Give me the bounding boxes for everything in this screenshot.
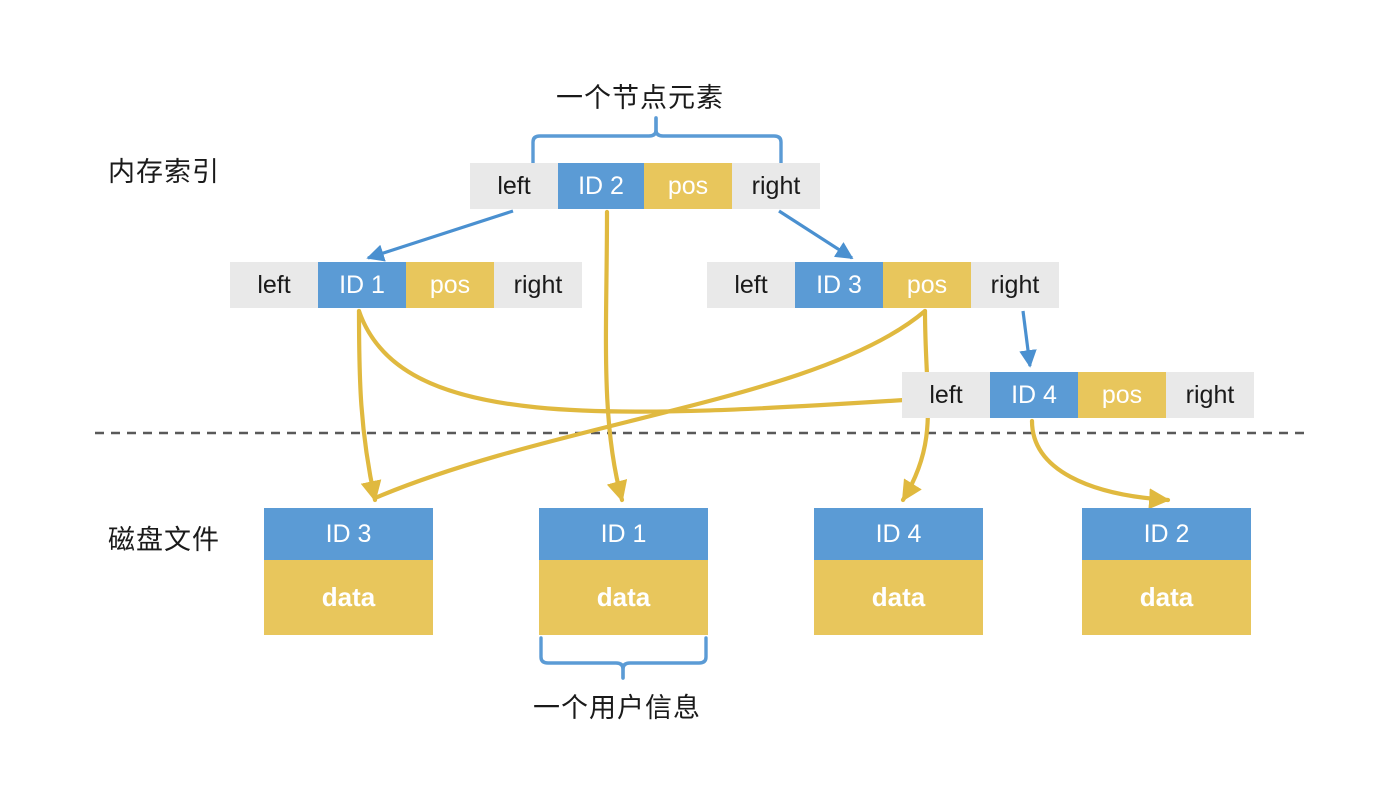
disk-record-id-label: ID 3 — [264, 508, 433, 560]
pointer-id3-right-to-id4 — [1019, 310, 1037, 368]
brace-user-record — [539, 636, 708, 680]
disk-record-id3[interactable]: ID 3 data — [264, 508, 433, 635]
pointer-root-left-to-id1 — [366, 209, 514, 262]
pos-crossing-curves — [356, 308, 938, 501]
node-cell-left: left — [707, 262, 795, 308]
curve-id2-pos-to-disk-id1 — [603, 209, 628, 503]
node-cell-left: left — [230, 262, 318, 308]
disk-record-id1[interactable]: ID 1 data — [539, 508, 708, 635]
disk-record-id-label: ID 4 — [814, 508, 983, 560]
index-node-id3[interactable]: left ID 3 pos right — [707, 262, 1059, 308]
pos-to-disk-curves — [356, 209, 1171, 510]
disk-record-data-label: data — [264, 560, 433, 635]
pointer-root-right-to-id3 — [778, 209, 854, 260]
disk-record-id-label: ID 2 — [1082, 508, 1251, 560]
disk-record-id2[interactable]: ID 2 data — [1082, 508, 1251, 635]
node-cell-right: right — [971, 262, 1059, 308]
index-node-id4[interactable]: left ID 4 pos right — [902, 372, 1254, 418]
disk-record-data-label: data — [814, 560, 983, 635]
node-cell-id: ID 3 — [795, 262, 883, 308]
node-cell-right: right — [732, 163, 820, 209]
node-cell-left: left — [470, 163, 558, 209]
node-cell-pos: pos — [406, 262, 494, 308]
curve-id1-pos-to-disk-id3 — [356, 308, 382, 503]
node-cell-right: right — [1166, 372, 1254, 418]
node-cell-id: ID 4 — [990, 372, 1078, 418]
node-cell-left: left — [902, 372, 990, 418]
node-cell-id: ID 1 — [318, 262, 406, 308]
caption-user-record: 一个用户信息 — [533, 693, 701, 723]
disk-record-data-label: data — [539, 560, 708, 635]
node-cell-pos: pos — [883, 262, 971, 308]
node-cell-pos: pos — [1078, 372, 1166, 418]
curve-cross-right — [372, 308, 928, 501]
disk-record-id4[interactable]: ID 4 data — [814, 508, 983, 635]
disk-record-id-label: ID 1 — [539, 508, 708, 560]
disk-record-data-label: data — [1082, 560, 1251, 635]
node-cell-pos: pos — [644, 163, 732, 209]
node-cell-right: right — [494, 262, 582, 308]
node-cell-id: ID 2 — [558, 163, 644, 209]
section-label-disk-file: 磁盘文件 — [108, 525, 220, 555]
curve-cross-left — [356, 308, 938, 414]
curve-id4-pos-to-disk-id2 — [1029, 418, 1171, 510]
section-label-memory-index: 内存索引 — [108, 157, 220, 187]
index-node-root[interactable]: left ID 2 pos right — [470, 163, 820, 209]
caption-node-element: 一个节点元素 — [556, 83, 724, 113]
index-node-id1[interactable]: left ID 1 pos right — [230, 262, 582, 308]
brace-node-element — [531, 116, 783, 170]
